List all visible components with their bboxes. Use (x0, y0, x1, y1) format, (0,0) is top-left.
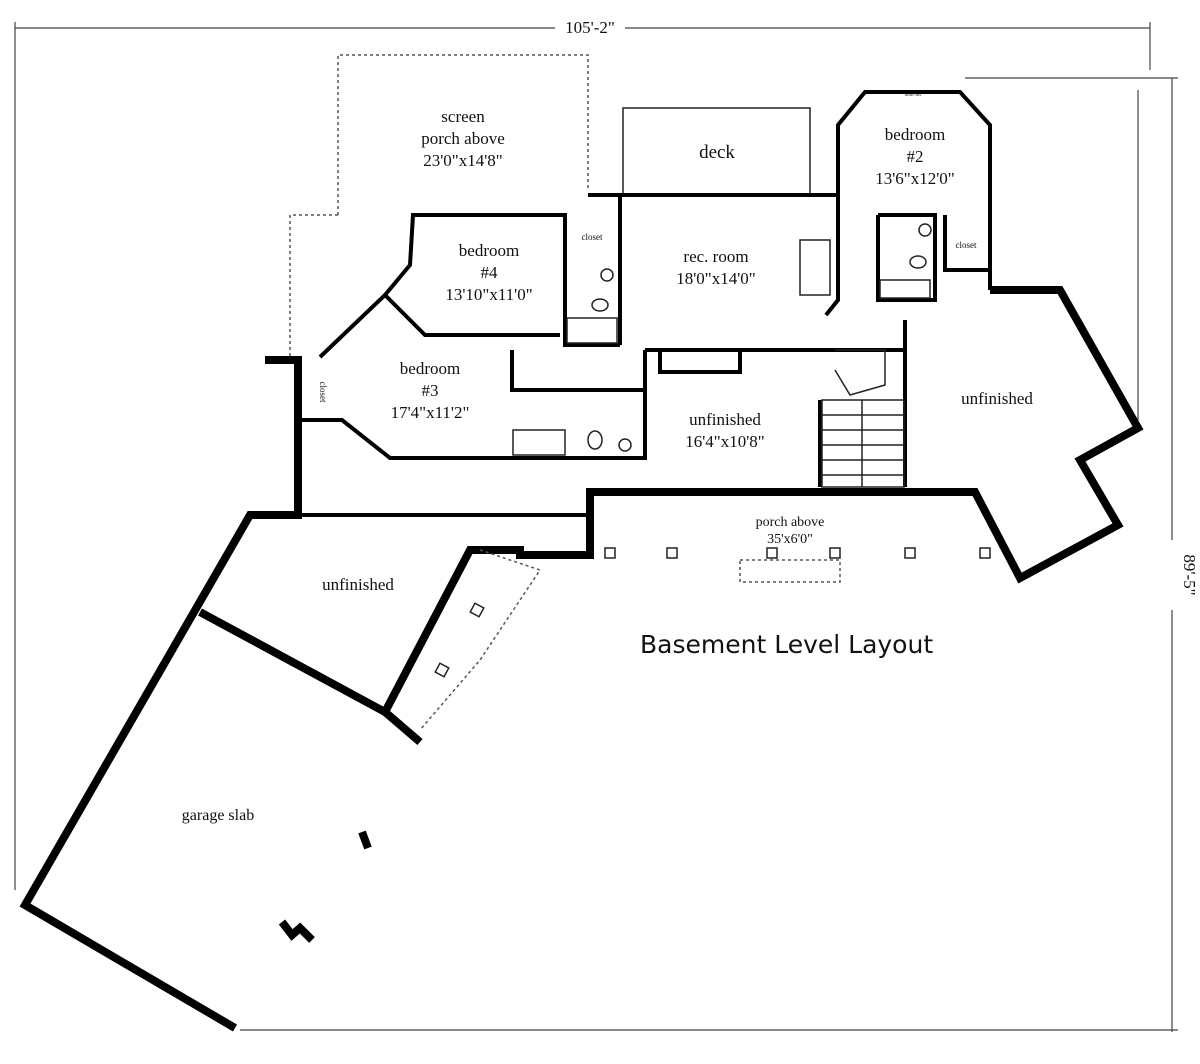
bedroom3-size: 17'4"x11'2" (391, 403, 470, 422)
bedroom2-size: 13'6"x12'0" (875, 169, 955, 188)
width-dimension: 105'-2" (565, 18, 615, 37)
screen-porch-size: 23'0"x14'8" (423, 151, 503, 170)
bedroom2-label-1: bedroom (885, 125, 945, 144)
rec-room-label: rec. room (683, 247, 748, 266)
stairs (821, 349, 905, 488)
built-ins-label: built-ins (905, 93, 922, 98)
exterior-walls (19, 286, 1144, 1032)
interior-walls (298, 90, 992, 517)
porch-above-size: 35'x6'0" (767, 532, 813, 547)
garage-label: garage slab (182, 807, 254, 824)
bedroom2-label-2: #2 (907, 147, 924, 166)
porch-posts (419, 547, 991, 731)
bedroom4-closet: closet (582, 232, 603, 242)
bedroom3-label-1: bedroom (400, 359, 460, 378)
unfinished-center-size: 16'4"x10'8" (685, 432, 765, 451)
screen-porch-label-2: porch above (421, 129, 505, 148)
plan-title: Basement Level Layout (640, 630, 933, 659)
porch-above-label: porch above (756, 515, 825, 530)
screen-porch-label-1: screen (441, 107, 485, 126)
bedroom4-label-1: bedroom (459, 241, 519, 260)
deck-label: deck (699, 142, 735, 163)
screen-porch-outline (289, 54, 589, 360)
bedroom3-label-2: #3 (422, 381, 439, 400)
bedroom4-size: 13'10"x11'0" (445, 285, 532, 304)
bedroom2-closet: closet (956, 240, 977, 250)
unfinished-right-label: unfinished (961, 389, 1033, 408)
bathroom-fixtures (512, 223, 932, 456)
bedroom4-label-2: #4 (481, 263, 499, 282)
unfinished-left-label: unfinished (322, 575, 394, 594)
unfinished-center-label: unfinished (689, 410, 761, 429)
dimension-lines (14, 22, 1178, 1032)
rec-room-size: 18'0"x14'0" (676, 269, 756, 288)
bedroom3-closet: closet (318, 382, 328, 403)
depth-dimension: 89'-5" (1180, 554, 1199, 595)
room-labels: screen porch above 23'0"x14'8" deck buil… (182, 93, 1034, 824)
deck-outline (622, 107, 811, 195)
